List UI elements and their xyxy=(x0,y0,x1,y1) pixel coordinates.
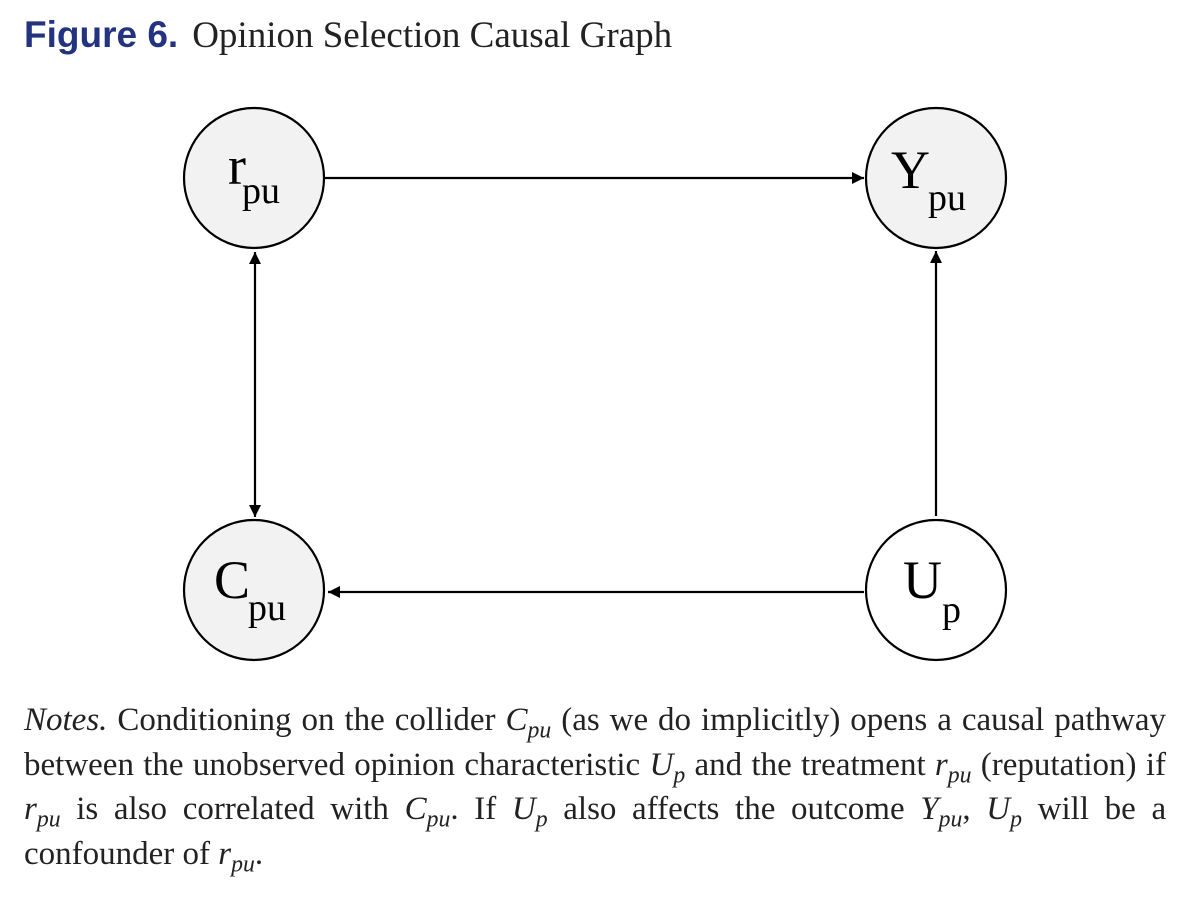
figure-label: Figure 6. xyxy=(24,14,179,55)
svg-text:Up: Up xyxy=(903,550,961,631)
figure-notes: Notes. Conditioning on the collider Cpu … xyxy=(24,702,1167,878)
node-c-pu: Cpu xyxy=(182,518,326,662)
svg-text:Ypu: Ypu xyxy=(891,140,966,219)
figure-name: Opinion Selection Causal Graph xyxy=(192,15,673,56)
node-y-pu: Ypu xyxy=(864,106,1008,250)
notes-label: Notes. xyxy=(24,702,108,738)
node-r-pu: rpu xyxy=(182,106,326,250)
svg-text:Cpu: Cpu xyxy=(214,550,286,629)
figure-title: Figure 6. Opinion Selection Causal Graph xyxy=(24,10,672,61)
causal-graph: rpu Ypu Cpu Up xyxy=(182,106,1008,662)
node-u-p: Up xyxy=(864,518,1008,662)
svg-text:rpu: rpu xyxy=(228,136,280,212)
